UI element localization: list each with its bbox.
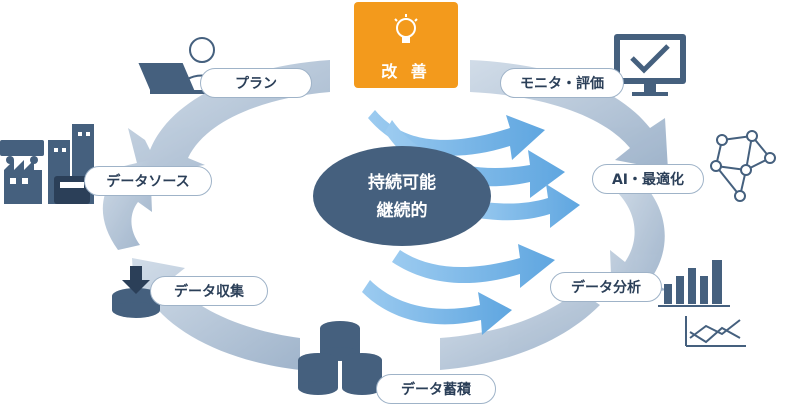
arrow-5 bbox=[362, 280, 512, 335]
center-ellipse: 持続可能 継続的 bbox=[313, 146, 491, 246]
center-line-1: 持続可能 bbox=[368, 173, 436, 193]
step-label-store: データ蓄積 bbox=[376, 374, 496, 404]
cycle-segment-bottom-right bbox=[440, 290, 600, 370]
bar-line-chart-icon bbox=[658, 260, 746, 347]
cycle-segment-bottom-left bbox=[132, 258, 300, 370]
arrow-4 bbox=[392, 244, 555, 288]
monitor-check-icon bbox=[614, 34, 686, 96]
step-label-plan: プラン bbox=[200, 68, 312, 98]
step-label-monitor: モニタ・評価 bbox=[500, 68, 624, 98]
step-label-analyze: データ分析 bbox=[550, 272, 662, 302]
database-stack-icon bbox=[298, 321, 382, 395]
arrow-2 bbox=[385, 120, 565, 198]
arrow-3 bbox=[466, 184, 580, 228]
step-label-collect: データ収集 bbox=[150, 276, 268, 306]
center-line-2: 継続的 bbox=[376, 201, 428, 221]
kaizen-label: 改 善 bbox=[381, 62, 431, 81]
factory-city-icon bbox=[0, 124, 94, 204]
database-download-icon bbox=[112, 266, 160, 318]
step-label-datasource: データソース bbox=[84, 166, 212, 196]
cycle-segment-right bbox=[610, 180, 666, 300]
kaizen-box: 改 善 bbox=[354, 2, 458, 88]
lightbulb-icon bbox=[394, 14, 418, 43]
neural-network-icon bbox=[710, 130, 776, 202]
step-label-optimize: AI・最適化 bbox=[592, 164, 704, 194]
